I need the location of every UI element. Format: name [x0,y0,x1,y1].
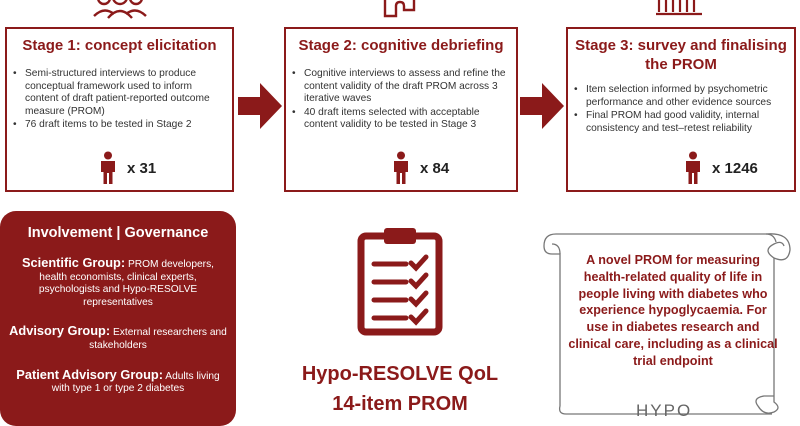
governance-group-name: Advisory Group: [9,323,111,339]
governance-group-desc: living with type 1 or type 2 diabetes [51,370,220,395]
clipboard-checklist-icon [357,228,443,336]
stage-1-count: x 31 [99,151,156,185]
governance-panel: Involvement | Governance Scientific Grou… [0,211,236,426]
stage-3-title-line-2: the PROM [645,56,717,73]
stage-3-bullet-1: Item selection informed by psychometric … [574,84,788,109]
bar-chart-icon [656,0,702,16]
stage-3-title: Stage 3: survey and finalising the PROM [568,29,794,74]
governance-group-lead: External [112,327,151,339]
stage-2-bullets: Cognitive interviews to assess and refin… [286,68,516,132]
stage-2-count: x 84 [392,151,449,185]
stage-1-title: Stage 1: concept elicitation [22,37,217,54]
governance-group-patient-advisory: Patient Advisory Group: Adults living wi… [0,366,236,396]
stage-2-title: Stage 2: cognitive debriefing [298,37,504,54]
stage-3-bullet-2: Final PROM had good validity, internal c… [574,110,788,135]
stage-1-bullet-2: 76 draft items to be tested in Stage 2 [13,119,224,132]
prom-title-line-1: Hypo-RESOLVE QoL [301,363,499,385]
stage-1-box: Stage 1: concept elicitation Semi-struct… [5,27,234,192]
group-of-people-icon [93,0,147,19]
person-icon [101,151,115,184]
stage-1-count-label: x 31 [127,159,157,177]
stage-3-title-line-1: Stage 3: survey and finalising [575,37,787,54]
stage-2-count-label: x 84 [420,159,450,177]
stage-2-box: Stage 2: cognitive debriefing Cognitive … [284,27,518,192]
governance-group-scientific: Scientific Group: PROM developers, healt… [0,255,236,309]
puzzle-icon [383,0,416,18]
stage-3-bullets: Item selection informed by psychometric … [568,84,794,135]
scroll-icon [543,233,791,415]
governance-group-lead: PROM developers, [127,259,214,270]
scroll-description: A novel PROM for measuring health-relate… [568,253,778,368]
governance-group-desc: researchers and stakeholders [89,327,227,351]
stage-2-bullet-2: 40 draft items selected with acceptable … [292,107,508,132]
arrow-right-icon [520,83,564,129]
stage-3-count-label: x 1246 [712,159,758,177]
governance-group-desc: health economists, clinical experts, psy… [38,271,198,308]
governance-group-name: Patient Advisory Group: [16,366,164,382]
governance-group-advisory: Advisory Group: External researchers and… [0,323,236,352]
governance-title: Involvement | Governance [27,225,209,241]
brand-logo-text: HYPO [636,401,693,420]
stage-2-bullet-1: Cognitive interviews to assess and refin… [292,68,508,106]
stage-3-count: x 1246 [684,151,758,185]
stage-1-bullets: Semi-structured interviews to produce co… [7,68,232,132]
arrow-right-icon [238,83,282,129]
governance-group-name: Scientific Group: [22,255,126,270]
stage-1-bullet-1: Semi-structured interviews to produce co… [13,68,224,118]
stage-3-box: Stage 3: survey and finalising the PROM … [566,27,796,192]
person-icon [686,151,700,184]
person-icon [394,151,408,184]
governance-group-lead: Adults [165,370,194,382]
prom-title-line-2: 14-item PROM [332,393,468,415]
